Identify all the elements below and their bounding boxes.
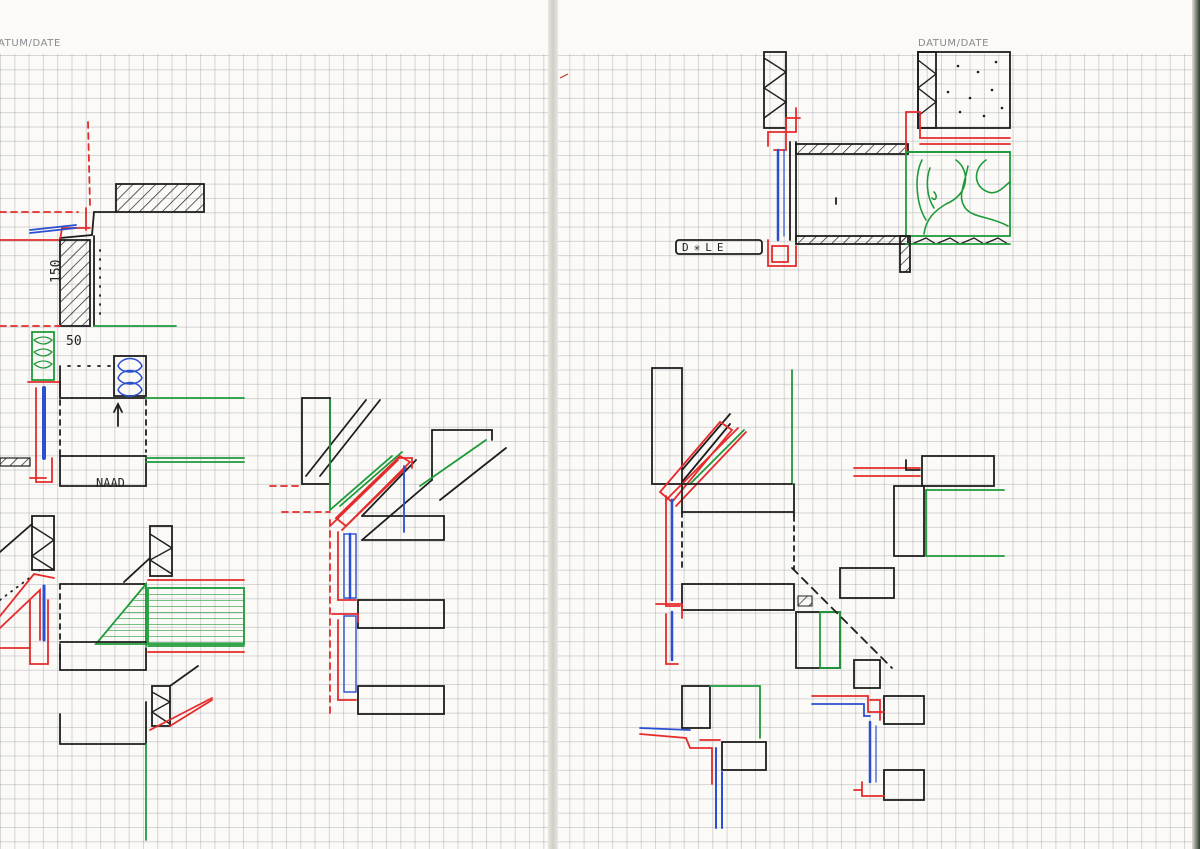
dimension-150-label: 150 bbox=[49, 260, 64, 283]
detail-eave-bottom-left bbox=[59, 665, 213, 841]
left-date-header: ATUM/DATE bbox=[0, 38, 61, 49]
notebook-cover-edge bbox=[1192, 0, 1200, 849]
right-date-header: DATUM/DATE bbox=[918, 38, 990, 49]
detail-window-sill bbox=[0, 331, 245, 487]
detail-isometric-centre bbox=[269, 397, 507, 717]
dale-label: D✳LE bbox=[682, 241, 729, 254]
detail-parapet-lower-left bbox=[0, 515, 245, 671]
page-top-margin bbox=[555, 0, 1200, 54]
naad-label: NAAD bbox=[96, 476, 125, 490]
stray-marks bbox=[559, 73, 569, 79]
page-top-margin bbox=[0, 0, 551, 54]
notebook-page-right bbox=[555, 0, 1200, 849]
detail-section-top-right bbox=[675, 51, 1011, 273]
detail-small-sections-bottom-right bbox=[639, 659, 925, 829]
detail-corner-top-left bbox=[0, 121, 205, 327]
notebook-page-left bbox=[0, 0, 551, 849]
notebook-spine bbox=[548, 0, 558, 849]
dimension-50-label: 50 bbox=[66, 334, 82, 349]
detail-isometric-right bbox=[651, 367, 1005, 669]
